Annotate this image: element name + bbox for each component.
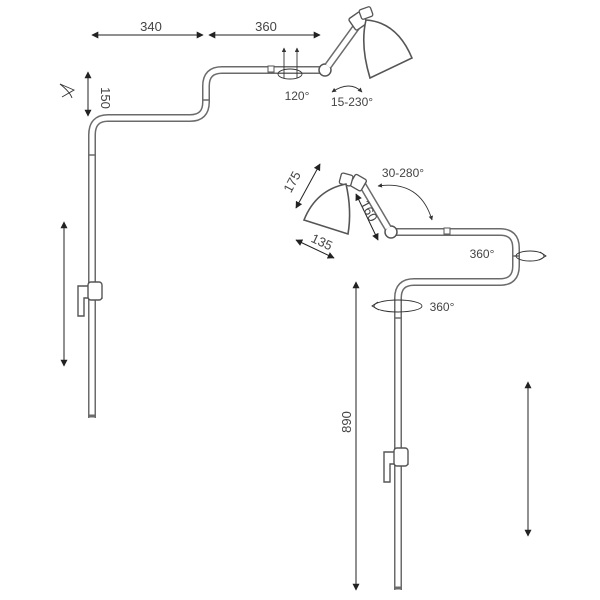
lamp-b-shade [302, 183, 351, 236]
lamp-b-arm-length: 160 [357, 198, 380, 224]
lamp-b-arm-dim: 160 [355, 193, 381, 241]
lamp-a-shade [362, 19, 414, 80]
lamp-a-rotate-icon [59, 83, 75, 98]
lamp-b-elbow-angle: 360° [470, 247, 495, 261]
lamp-a-pipe [88, 65, 322, 418]
lamp-a-width-dims: 340 360 [91, 19, 321, 39]
lamp-b-height: 890 [339, 411, 354, 433]
lamp-b-arm-angle: 30-280° [382, 166, 424, 180]
lamp-b-height-dim: 890 [339, 281, 360, 591]
lamp-a-drop-height: 150 [98, 87, 113, 109]
lamp-a-drop-dim: 150 [59, 71, 113, 117]
lamp-a-shade-angle: 15-230° [331, 95, 373, 109]
lamp-a-wall-bracket [77, 281, 103, 317]
lamp-b-shade-width-dim: 135 [295, 231, 335, 259]
lamp-a-shade-tilt: 15-230° [331, 85, 373, 109]
lamp-b-elbow-rotation: 360° [470, 247, 547, 262]
lamp-a: 340 360 150 120° 15-230° [59, 6, 414, 418]
lamp-b-base-rotation: 360° [371, 299, 455, 314]
lamp-a-arm-length-1: 340 [140, 19, 162, 34]
lamp-a-head [318, 6, 414, 80]
lamp-b-pipe [394, 227, 520, 590]
lamp-b-shade-width: 135 [309, 231, 335, 254]
lamp-b-arm-tilt: 30-280° [377, 166, 433, 221]
lamp-a-pivot-rotation: 120° [277, 47, 310, 103]
lamp-b-wall-bracket [383, 447, 409, 483]
lamp-b-shade-depth: 175 [280, 169, 303, 195]
lamp-b-head [302, 172, 398, 239]
lamp-a-pivot-angle: 120° [285, 89, 310, 103]
lamp-b-base-angle: 360° [430, 300, 455, 314]
lamp-b: 175 135 160 30-280° 360° 360° [280, 163, 547, 591]
lamp-a-arm-length-2: 360 [255, 19, 277, 34]
